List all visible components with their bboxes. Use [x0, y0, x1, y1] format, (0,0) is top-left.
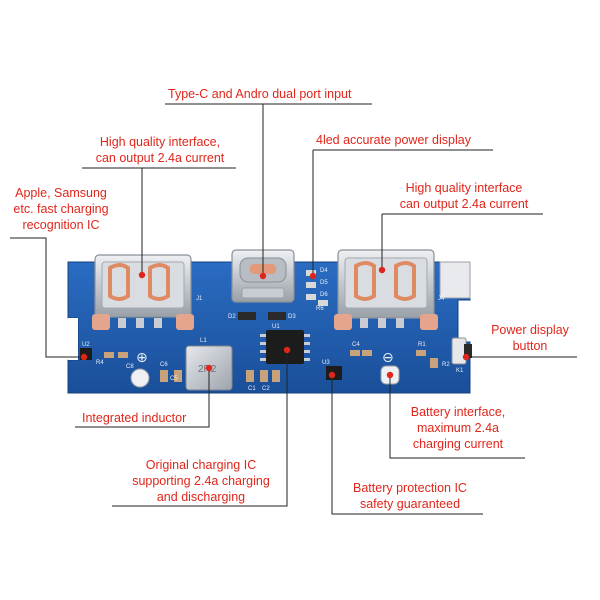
led-components [306, 270, 328, 306]
silk-c1: C1 [248, 386, 256, 392]
label-fast-charge: Apple, Samsung etc. fast charging recogn… [4, 185, 118, 233]
label-battery-protection: Battery protection IC safety guaranteed [338, 480, 482, 512]
label-right-usb-line2: can output 2.4a current [399, 197, 529, 211]
silk-c2: C2 [262, 386, 270, 392]
label-battery-interface-line1: Battery interface, [410, 405, 506, 419]
silk-u3: U3 [322, 360, 330, 366]
label-left-usb-line2: can output 2.4a current [95, 151, 225, 165]
silk-d2: D2 [228, 314, 236, 320]
leader-battery-protection [331, 376, 483, 515]
silk-r6: R6 [316, 306, 324, 312]
silk-l1: L1 [200, 338, 207, 344]
board-notch-left [68, 318, 78, 360]
passive-components [104, 350, 438, 382]
silk-r4: R4 [96, 360, 104, 366]
label-battery-interface-line3: charging current [412, 437, 504, 451]
dot-led [309, 272, 317, 280]
diode-d3 [268, 312, 286, 320]
silk-plus: ⊕ [136, 350, 148, 366]
silk-d4: D4 [320, 268, 328, 274]
diode-d2 [238, 312, 256, 320]
leader-fast-charge [10, 237, 82, 358]
charging-ic [260, 330, 310, 364]
silk-j4: J4 [438, 296, 445, 302]
label-battery-protection-line1: Battery protection IC [353, 481, 467, 495]
leader-charging-ic [112, 352, 288, 507]
dot-battery-interface [386, 371, 394, 379]
left-usb-port [92, 254, 194, 330]
silk-r1: R1 [418, 342, 426, 348]
label-fast-charge-line1: Apple, Samsung [15, 186, 107, 200]
silk-j1: J1 [196, 296, 203, 302]
label-left-usb: High quality interface, can output 2.4a … [82, 134, 238, 166]
dot-battery-protection [328, 371, 336, 379]
silk-d3: D3 [288, 314, 296, 320]
j2-connector [439, 261, 471, 299]
label-charging-ic-line1: Original charging IC [145, 458, 257, 472]
label-typec-input: Type-C and Andro dual port input [168, 87, 352, 101]
right-usb-port [334, 249, 438, 330]
silk-c4: C4 [352, 342, 360, 348]
label-left-usb-line1: High quality interface, [99, 135, 221, 149]
dot-inductor [205, 364, 213, 372]
label-right-usb: High quality interface can output 2.4a c… [384, 180, 544, 212]
silk-c8: C8 [126, 364, 134, 370]
dot-charging-ic [283, 346, 291, 354]
label-battery-interface: Battery interface, maximum 2.4a charging… [398, 404, 518, 452]
label-inductor: Integrated inductor [82, 411, 187, 425]
label-fast-charge-line2: etc. fast charging [13, 202, 109, 216]
label-charging-ic-line3: and discharging [156, 490, 246, 504]
label-led-display: 4led accurate power display [316, 133, 471, 147]
silk-k1: K1 [456, 368, 464, 374]
silk-j2: J2 [458, 278, 465, 284]
silk-c6: C6 [160, 362, 168, 368]
silk-r2: R2 [442, 362, 450, 368]
label-charging-ic: Original charging IC supporting 2.4a cha… [120, 457, 282, 505]
leader-battery-interface [389, 375, 525, 459]
label-charging-ic-line2: supporting 2.4a charging [132, 474, 270, 488]
silk-u2: U2 [82, 342, 90, 348]
label-power-button: Power display button [480, 322, 580, 354]
label-power-button-line1: Power display [491, 323, 569, 337]
dot-typec [259, 272, 267, 280]
silk-minus: ⊖ [382, 350, 394, 366]
dot-fast-charge [80, 353, 88, 361]
label-battery-interface-line2: maximum 2.4a [417, 421, 499, 435]
label-right-usb-line1: High quality interface [405, 181, 523, 195]
silk-d5: D5 [320, 280, 328, 286]
power-button [451, 337, 472, 365]
dot-left-usb [138, 271, 146, 279]
battery-pad-positive [130, 368, 150, 388]
silk-d6: D6 [320, 292, 328, 298]
label-battery-protection-line2: safety guaranteed [359, 497, 461, 511]
silk-u1: U1 [272, 324, 280, 330]
dot-power-button [462, 353, 470, 361]
dot-right-usb [378, 266, 386, 274]
label-power-button-line2: button [512, 339, 548, 353]
leader-inductor [75, 368, 210, 428]
silk-c5: C5 [170, 376, 178, 382]
label-fast-charge-line3: recognition IC [22, 218, 100, 232]
